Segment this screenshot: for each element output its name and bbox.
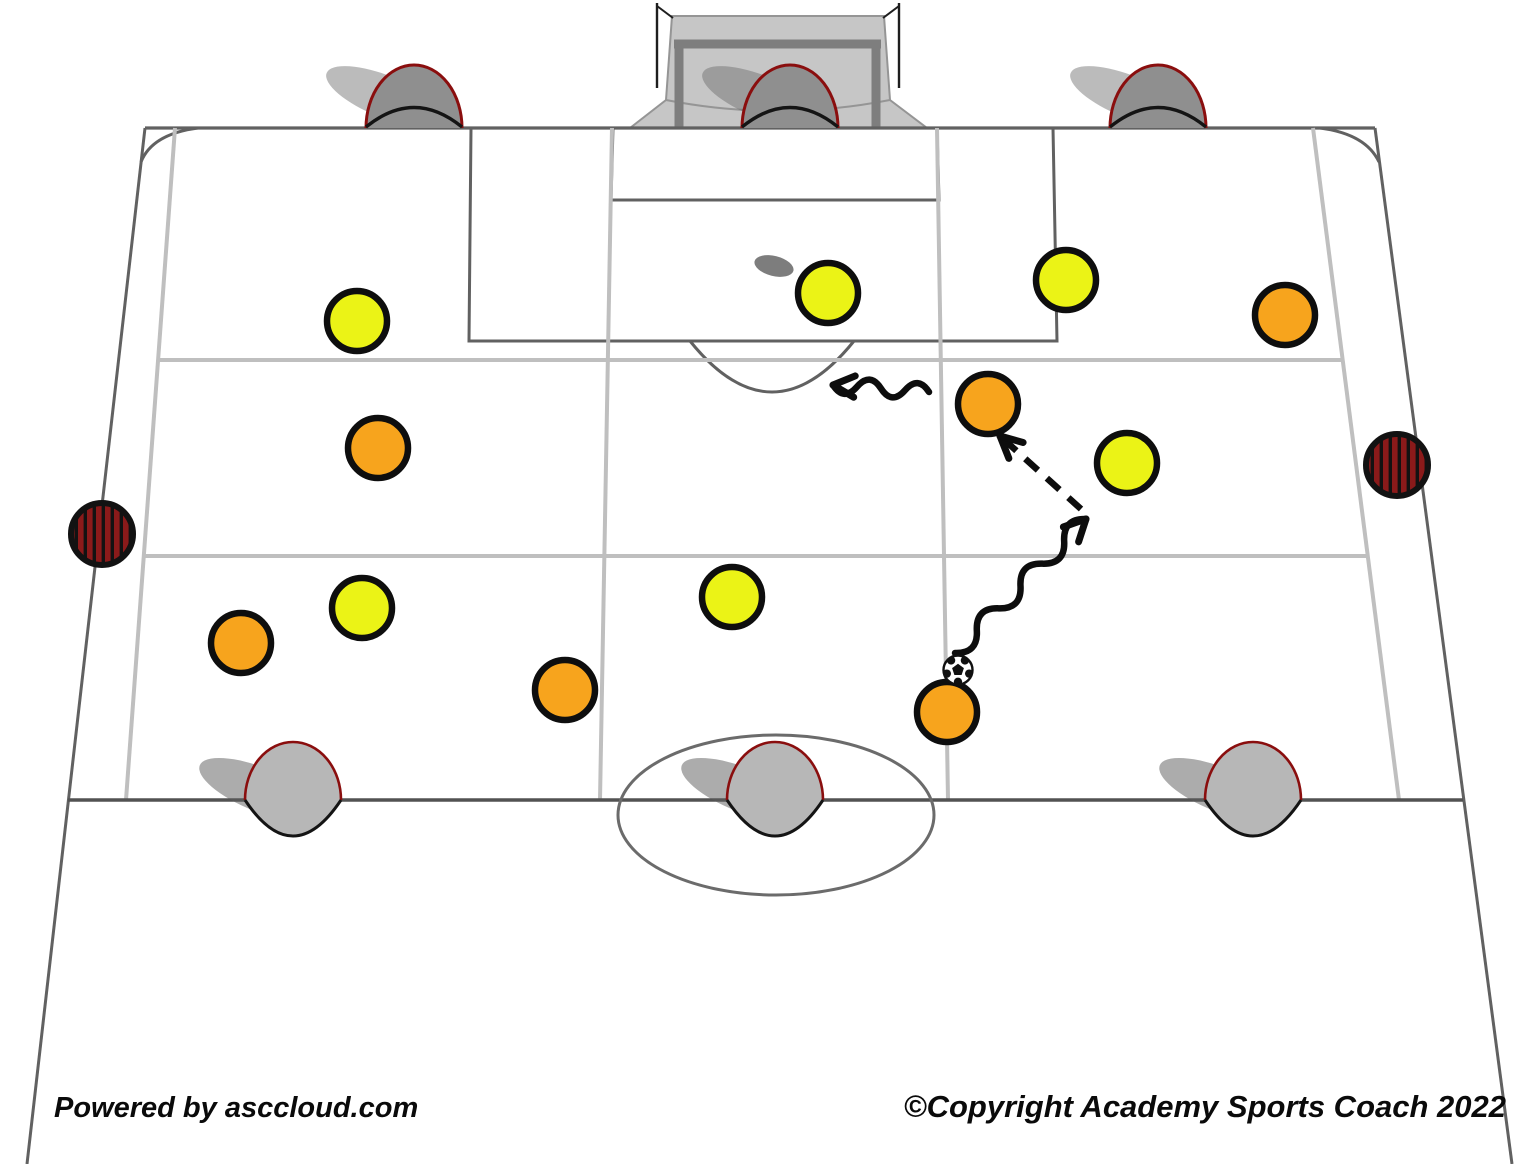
center-circle xyxy=(616,733,936,897)
cone-base-arc xyxy=(1203,799,1303,838)
cone-base-arc xyxy=(364,105,464,129)
player-orange-3[interactable] xyxy=(954,370,1022,438)
player-orange-6[interactable] xyxy=(913,678,981,746)
mannequin-1[interactable] xyxy=(68,500,136,568)
cone-bottom-2[interactable] xyxy=(674,740,825,838)
zone-line-left xyxy=(124,127,177,801)
cone-top-1[interactable] xyxy=(319,54,464,141)
pass-arrow[interactable] xyxy=(996,432,1084,512)
cone-top-2[interactable] xyxy=(695,54,840,141)
cone-top-3[interactable] xyxy=(1063,54,1208,141)
corner-arc-right xyxy=(1319,126,1381,163)
powered-by-label: Powered by asccloud.com xyxy=(54,1092,419,1124)
zone-line-right xyxy=(1311,127,1401,801)
cone-fill xyxy=(245,742,341,836)
copyright-label: ©Copyright Academy Sports Coach 2022 xyxy=(903,1089,1506,1124)
right-sideline xyxy=(1373,127,1514,1164)
left-sideline xyxy=(25,127,147,1164)
player-yellow-4[interactable] xyxy=(1093,429,1161,497)
cone-outline xyxy=(243,740,343,801)
dribble-arrow-1[interactable] xyxy=(951,515,1090,657)
channel-line-left xyxy=(598,127,614,801)
player-yellow-1[interactable] xyxy=(323,287,391,355)
mannequin-2[interactable] xyxy=(1363,431,1431,499)
player-yellow-5[interactable] xyxy=(328,574,396,642)
cones-layer xyxy=(192,54,1303,838)
cone-base-arc xyxy=(243,799,343,838)
penalty-box xyxy=(467,127,1059,343)
player-yellow-6[interactable] xyxy=(698,563,766,631)
ball-layer xyxy=(942,654,974,687)
cone-outline xyxy=(1203,740,1303,801)
cone-outline xyxy=(725,740,825,801)
soccer-ball-icon[interactable] xyxy=(942,654,974,687)
net-support-diag-left xyxy=(656,5,674,19)
ball-patch xyxy=(953,677,963,684)
cone-fill xyxy=(1205,742,1301,836)
arrow-line-wavy xyxy=(951,515,1090,657)
cone-base-arc xyxy=(725,799,825,838)
cone-fill xyxy=(727,742,823,836)
dribble-arrow-2[interactable] xyxy=(829,372,933,401)
cone-bottom-1[interactable] xyxy=(192,740,343,838)
arrowhead xyxy=(1075,515,1090,546)
cone-base-arc xyxy=(1108,105,1208,129)
ball-pattern xyxy=(944,656,972,684)
six-yard-box xyxy=(609,127,941,202)
arrow-line-dashed xyxy=(997,433,1084,512)
penalty-spot xyxy=(754,255,794,277)
player-yellow-3[interactable] xyxy=(1032,246,1100,314)
player-orange-5[interactable] xyxy=(531,656,599,724)
player-orange-2[interactable] xyxy=(1251,281,1319,349)
arrows-layer xyxy=(829,372,1090,657)
player-orange-4[interactable] xyxy=(207,609,275,677)
corner-arc-left xyxy=(139,126,199,163)
cone-bottom-3[interactable] xyxy=(1152,740,1303,838)
ball-pentagon xyxy=(952,663,964,675)
arrowhead xyxy=(829,372,859,389)
players-layer xyxy=(68,246,1431,746)
player-yellow-2[interactable] xyxy=(794,259,862,327)
penalty-arc xyxy=(688,340,856,394)
player-orange-1[interactable] xyxy=(344,414,412,482)
arrowhead xyxy=(996,432,1027,446)
net-support-diag-right xyxy=(882,5,900,19)
cone-base-arc xyxy=(740,105,840,129)
